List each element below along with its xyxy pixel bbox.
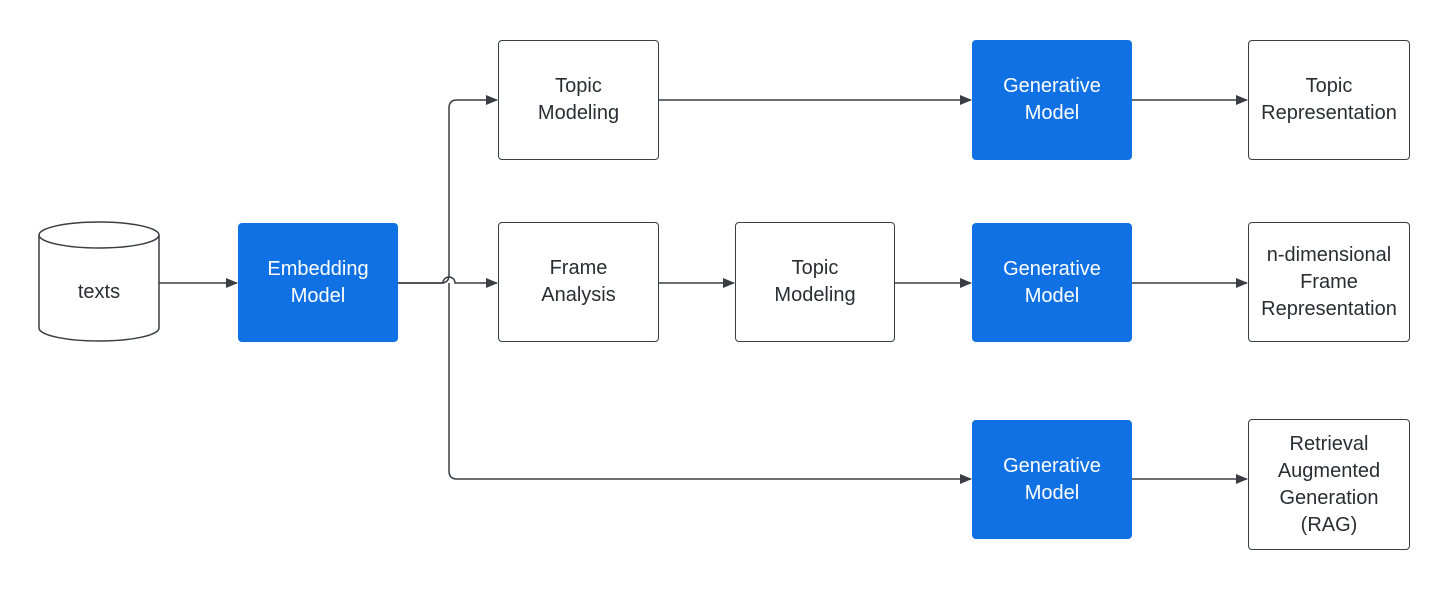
edge-embedding-topic-top: [398, 95, 498, 284]
node-frame-representation: n-dimensional Frame Representation: [1248, 222, 1410, 342]
node-frame-analysis: Frame Analysis: [498, 222, 659, 342]
node-rag: Retrieval Augmented Generation (RAG): [1248, 419, 1410, 550]
node-topic-modeling-top: Topic Modeling: [498, 40, 659, 160]
node-generative-model-bottom: Generative Model: [972, 420, 1132, 539]
node-generative-model-top: Generative Model: [972, 40, 1132, 160]
node-embedding-model: Embedding Model: [238, 223, 398, 342]
node-generative-model-mid: Generative Model: [972, 223, 1132, 342]
node-texts: texts: [77, 281, 121, 303]
database-icon: [38, 221, 160, 342]
node-topic-modeling-mid: Topic Modeling: [735, 222, 895, 342]
edge-embedding-generative-bottom: [448, 283, 972, 484]
node-topic-representation: Topic Representation: [1248, 40, 1410, 160]
